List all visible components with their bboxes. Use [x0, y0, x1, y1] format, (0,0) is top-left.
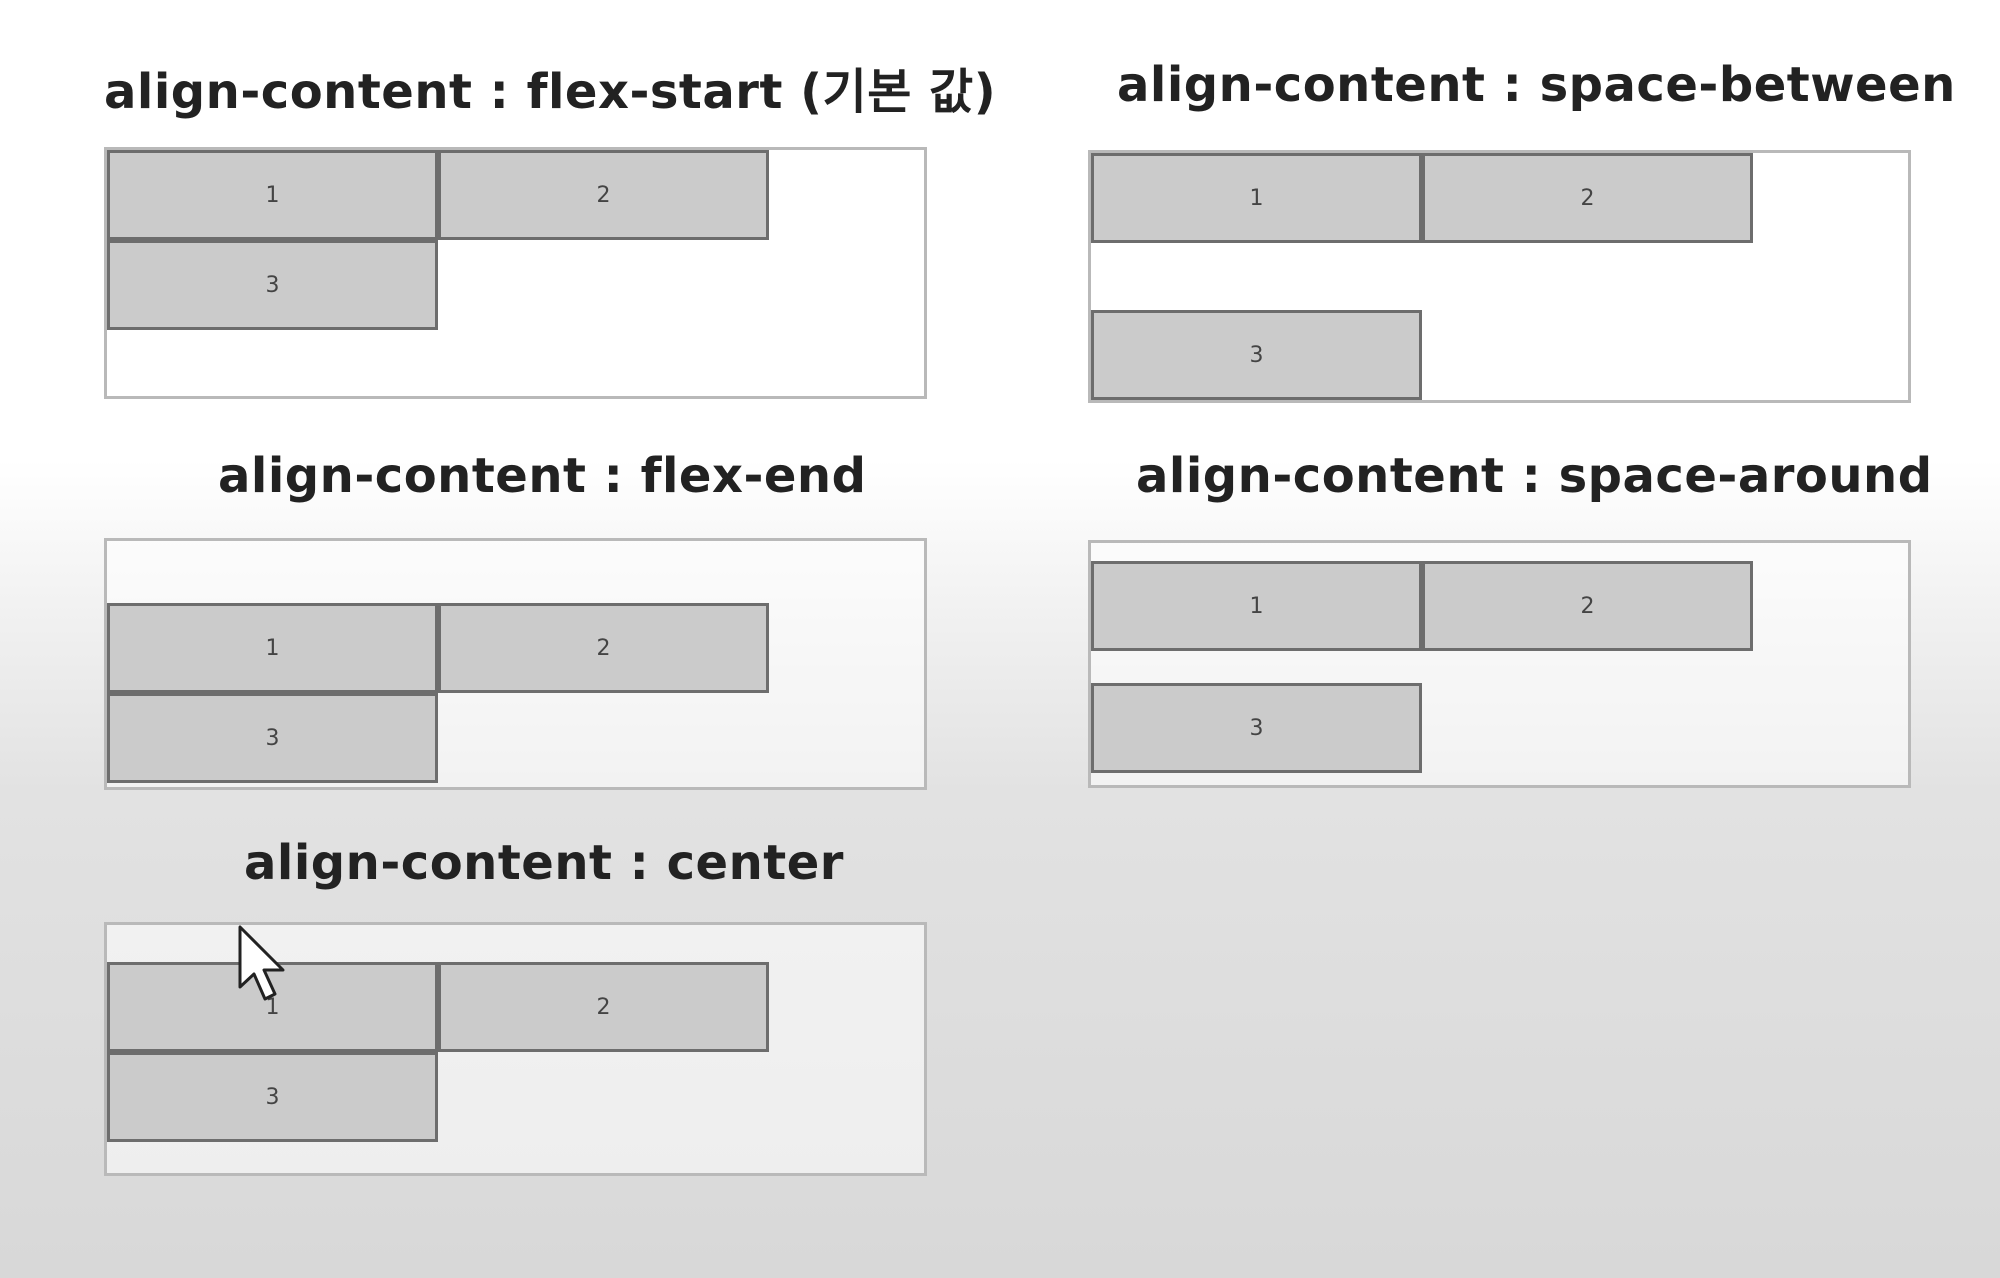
panel-title-flex-end: align-content : flex-end: [218, 448, 867, 504]
flex-item-1: 1: [1091, 561, 1422, 651]
flex-item-2: 2: [1422, 561, 1753, 651]
flex-item-2: 2: [438, 603, 769, 693]
panel-title-center: align-content : center: [244, 835, 844, 891]
flex-item-1: 1: [1091, 153, 1422, 243]
flex-item-1: 1: [107, 603, 438, 693]
flex-item-3: 3: [107, 240, 438, 330]
flex-item-3: 3: [107, 1052, 438, 1142]
panel-box-flex-start: 1 2 3: [104, 147, 927, 399]
panel-title-space-between: align-content : space-between: [1117, 57, 1956, 113]
panel-title-space-around: align-content : space-around: [1136, 448, 1933, 504]
flex-item-3: 3: [107, 693, 438, 783]
flex-item-2: 2: [438, 150, 769, 240]
panel-box-flex-end: 1 2 3: [104, 538, 927, 790]
panel-box-space-around: 1 2 3: [1088, 540, 1911, 788]
panel-title-flex-start: align-content : flex-start (기본 값): [104, 64, 997, 120]
flex-item-3: 3: [1091, 683, 1422, 773]
flex-item-2: 2: [1422, 153, 1753, 243]
flex-item-1: 1: [107, 150, 438, 240]
panel-box-center: 1 2 3: [104, 922, 927, 1176]
flex-item-2: 2: [438, 962, 769, 1052]
panel-box-space-between: 1 2 3: [1088, 150, 1911, 403]
mouse-pointer-icon: [238, 925, 285, 1001]
flex-item-3: 3: [1091, 310, 1422, 400]
